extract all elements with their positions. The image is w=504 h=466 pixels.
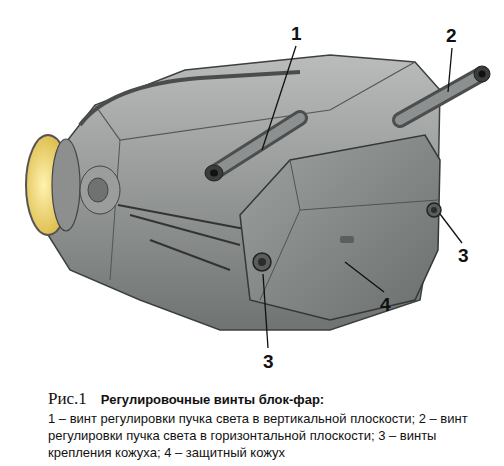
callout-number: 1 [291,24,302,43]
caption-heading-line: Рис.1 Регулировочные винты блок-фар: [48,389,488,409]
caption-block: Рис.1 Регулировочные винты блок-фар: 1 – в… [48,389,488,462]
callout-number: 3 [263,352,274,371]
figure-number: Рис.1 [48,389,87,408]
callout-number: 2 [446,26,457,45]
caption-text: 1 – винт регулировки пучка света в верти… [48,411,488,462]
callout-number: 4 [380,295,391,314]
caption-title: Регулировочные винты блок-фар: [101,392,324,407]
callout-number: 3 [458,246,469,265]
